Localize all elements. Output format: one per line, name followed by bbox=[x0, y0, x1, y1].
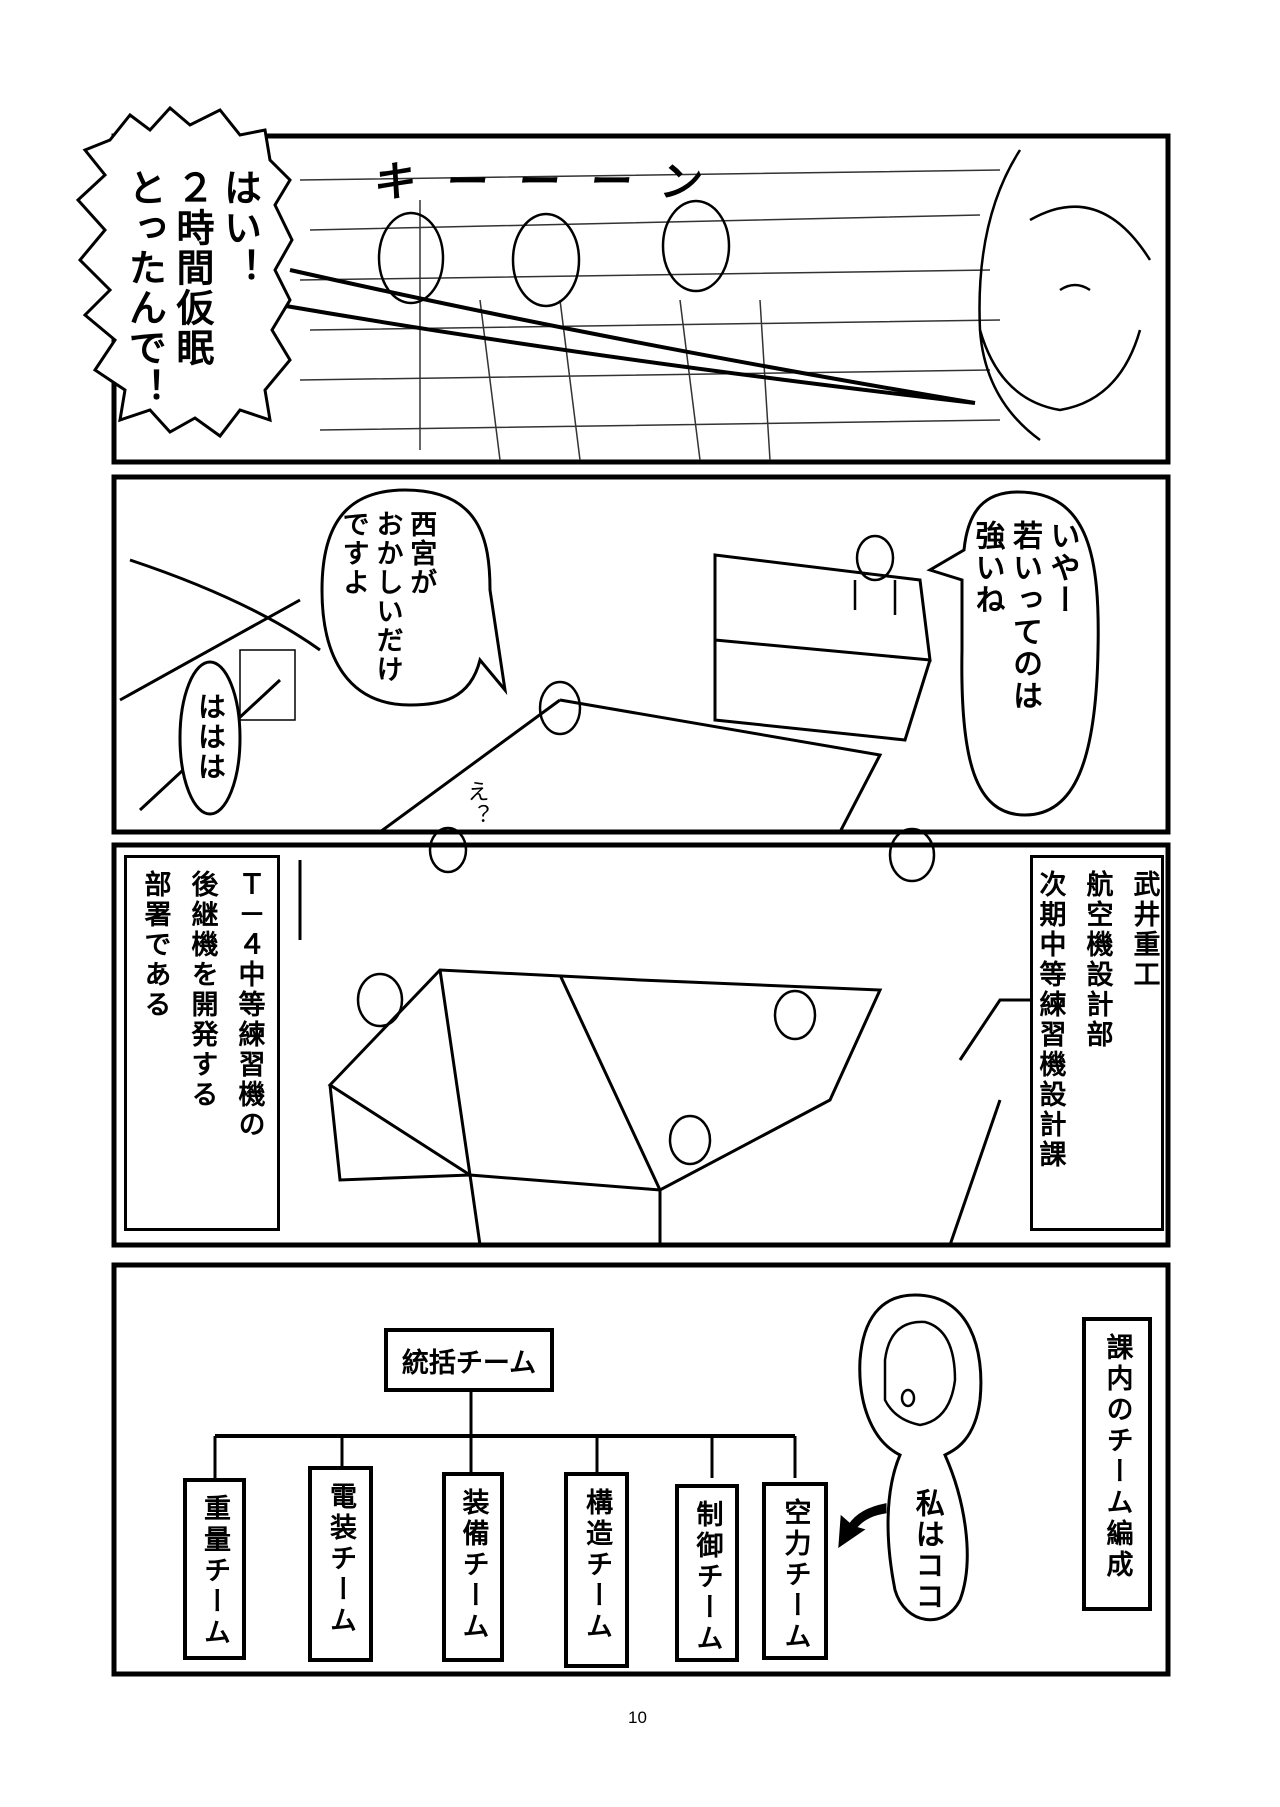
character-head bbox=[883, 1320, 957, 1427]
speed-lines bbox=[299, 169, 1001, 461]
team-box-structure: 構造チーム bbox=[564, 1472, 629, 1668]
top-team-label: 統括チーム bbox=[401, 1347, 537, 1379]
office-desks bbox=[119, 553, 932, 834]
page-number: 10 bbox=[628, 1708, 647, 1727]
sound-effect-text: キーーーン bbox=[371, 157, 736, 206]
title-text: 課内のチーム編成 bbox=[1101, 1333, 1133, 1581]
caption-line: 次期中等練習機設計課 bbox=[1034, 870, 1066, 1170]
laugh-text: ははは bbox=[194, 692, 227, 782]
team-label: 構造チーム bbox=[581, 1488, 612, 1643]
caption-line: 航空機設計部 bbox=[1081, 870, 1113, 1050]
speech-bubble-coworker-shape bbox=[320, 488, 508, 707]
team-label: 電装チーム bbox=[325, 1482, 356, 1637]
workers-panel3 bbox=[356, 826, 936, 1166]
speech-coworker-text: 西宮が おかしいだけ ですよ bbox=[337, 510, 437, 684]
character-face bbox=[978, 149, 1152, 442]
team-box-aerodynamics: 空力チーム bbox=[762, 1482, 828, 1660]
team-box-control: 制御チーム bbox=[675, 1484, 739, 1662]
panel-2-frame bbox=[111, 474, 1171, 835]
title-box: 課内のチーム編成 bbox=[1082, 1317, 1152, 1611]
caption-line: 部署である bbox=[139, 870, 171, 1020]
panel-3-frame bbox=[111, 842, 1171, 1248]
team-label: 重量チーム bbox=[199, 1494, 230, 1649]
top-team-box: 統括チーム bbox=[384, 1328, 554, 1392]
pointer-arrow bbox=[838, 1503, 887, 1548]
shout-speech-text: はい！ ２時間仮眠 とったんで！ bbox=[122, 168, 262, 408]
reaction-text: え？ bbox=[463, 780, 489, 828]
laugh-bubble-shape bbox=[178, 660, 242, 816]
caption-box-department: 武井重工 航空機設計部 次期中等練習機設計課 bbox=[1030, 855, 1164, 1231]
caption-line: 武井重工 bbox=[1128, 870, 1160, 990]
team-label: 装備チーム bbox=[457, 1488, 489, 1643]
heads-silhouettes bbox=[377, 199, 731, 308]
shout-bubble-shape bbox=[75, 105, 294, 439]
caption-line: 後継機を開発する bbox=[186, 870, 218, 1110]
team-box-electrical: 電装チーム bbox=[308, 1466, 373, 1662]
caption-box-description: Ｔ－４中等練習機の 後継機を開発する 部署である bbox=[124, 855, 280, 1231]
pointing-line bbox=[279, 268, 976, 405]
speech-bubble-here-shape bbox=[858, 1293, 983, 1622]
team-label: 制御チーム bbox=[691, 1500, 723, 1655]
team-label: 空力チーム bbox=[779, 1498, 811, 1653]
office-desks-panel3 bbox=[298, 860, 1030, 1246]
speech-here-text: 私はココ bbox=[911, 1488, 946, 1612]
speech-bubble-boss-shape bbox=[926, 490, 1100, 817]
team-box-equipment: 装備チーム bbox=[442, 1472, 504, 1662]
caption-line: Ｔ－４中等練習機の bbox=[233, 870, 265, 1140]
coworkers bbox=[538, 534, 897, 736]
team-box-weight: 重量チーム bbox=[183, 1478, 246, 1660]
panel-4-frame bbox=[111, 1262, 1171, 1677]
speech-boss-text: いやー 若いってのは 強いね bbox=[969, 520, 1080, 712]
org-chart-connectors bbox=[213, 1392, 797, 1478]
